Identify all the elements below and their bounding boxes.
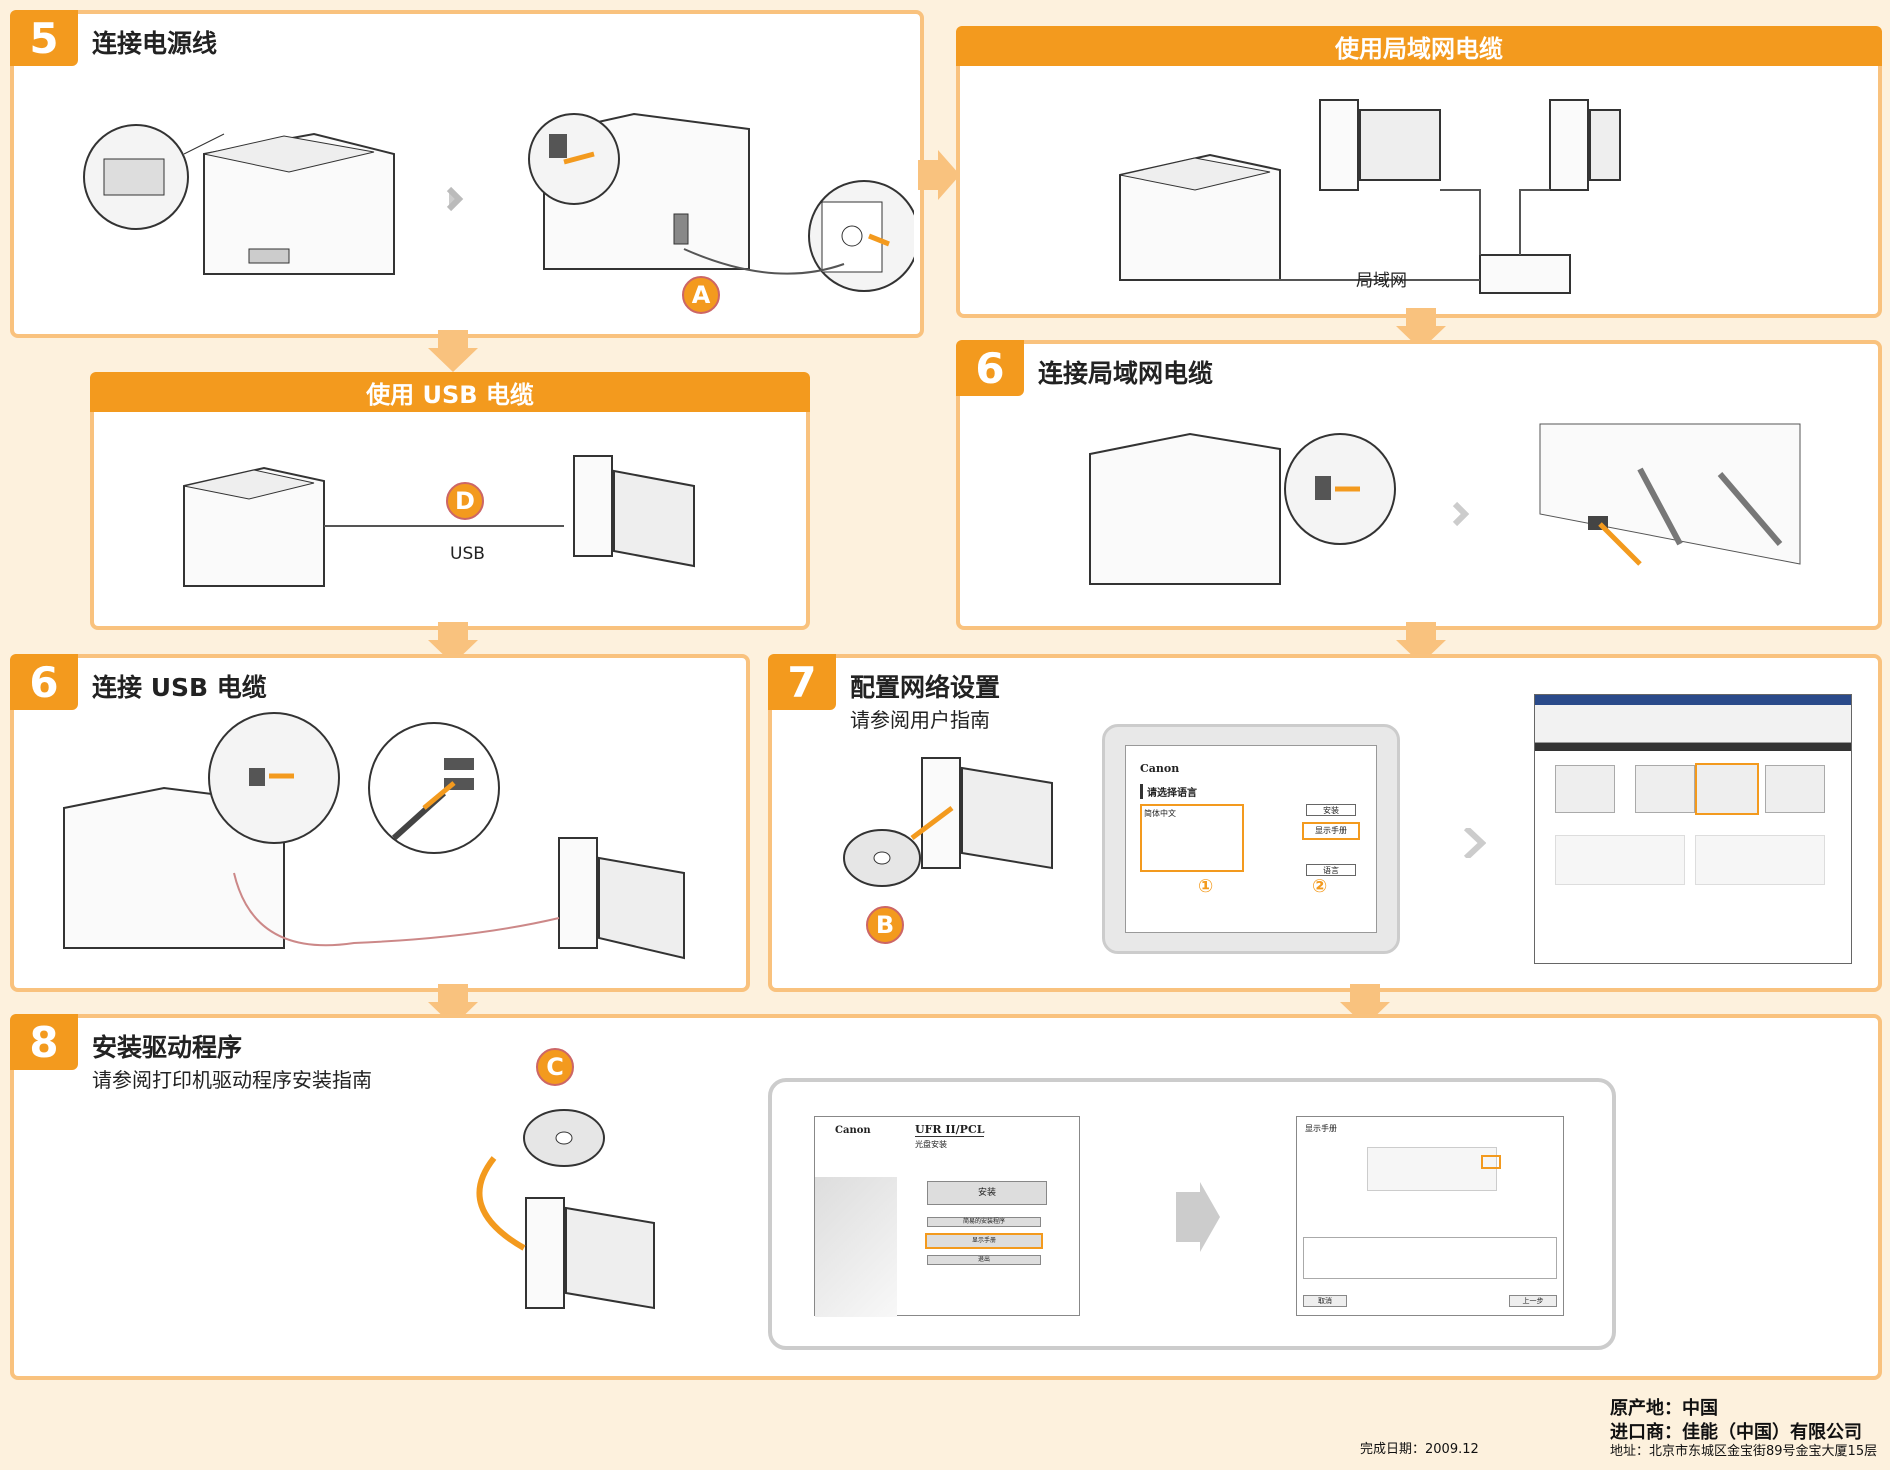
install-button[interactable]: 安装 xyxy=(927,1181,1047,1205)
address-text: 地址：北京市东城区金宝街89号金宝大厦15层 xyxy=(1610,1444,1878,1459)
arrow-right-icon xyxy=(1463,828,1486,858)
show-manual-button[interactable]: 显示手册 xyxy=(925,1233,1043,1249)
section-banner: 使用局域网电缆 xyxy=(956,26,1882,66)
cancel-button[interactable]: 取消 xyxy=(1303,1295,1347,1307)
show-manual-button[interactable]: 显示手册 xyxy=(1302,822,1360,840)
usb-label: USB xyxy=(450,544,485,564)
step-title: 安装驱动程序 xyxy=(92,1033,243,1062)
usb-cable-panel: 使用 USB 电缆 D USB xyxy=(90,372,810,630)
arrow-down-icon xyxy=(1396,622,1446,664)
step8-panel: 8 安装驱动程序 请参阅打印机驱动程序安装指南 C Canon UFR II/P… xyxy=(10,1014,1882,1380)
step-mark-2: ② xyxy=(1312,876,1328,897)
install-button[interactable]: 安装 xyxy=(1306,804,1356,816)
step7-panel: 7 配置网络设置 请参阅用户指南 B Canon 请选择语言 简体中文 安装 显… xyxy=(768,654,1882,992)
cd-computer-illustration xyxy=(843,757,1053,887)
step6-usb-panel: 6 连接 USB 电缆 xyxy=(10,654,750,992)
callout-d: D xyxy=(446,482,484,520)
language-button[interactable]: 语言 xyxy=(1306,864,1356,876)
usb-connection-illustration xyxy=(183,455,695,587)
dialog-heading: 请选择语言 xyxy=(1140,784,1197,799)
lan-port-illustration xyxy=(1089,423,1801,585)
cd-computer-illustration xyxy=(476,1109,655,1310)
installer-screens: Canon UFR II/PCL 光盘安装 安装 简易的安装程序 显示手册 退出… xyxy=(768,1078,1616,1350)
step-title: 连接局域网电缆 xyxy=(1038,359,1214,388)
step-number: 6 xyxy=(956,340,1024,396)
arrow-right-icon xyxy=(1176,1182,1220,1252)
step-subtitle: 请参阅打印机驱动程序安装指南 xyxy=(92,1068,372,1092)
installer-window: Canon UFR II/PCL 光盘安装 安装 简易的安装程序 显示手册 退出 xyxy=(814,1116,1080,1317)
lan-network-illustration xyxy=(1119,99,1621,294)
step-mark-1: ① xyxy=(1198,876,1214,897)
callout-b: B xyxy=(866,906,904,944)
canon-logo: Canon xyxy=(1140,762,1180,775)
callout-a: A xyxy=(682,276,720,314)
product-sub: 光盘安装 xyxy=(915,1140,947,1149)
exit-button[interactable]: 退出 xyxy=(927,1255,1041,1265)
user-guide-browser xyxy=(1534,694,1852,964)
step5-panel: 5 连接电源线 A xyxy=(10,10,924,338)
language-dialog: Canon 请选择语言 简体中文 安装 显示手册 语言 ① ② xyxy=(1102,724,1400,954)
importer-text: 进口商：佳能（中国）有限公司 xyxy=(1610,1422,1862,1443)
lan-cable-panel: 使用局域网电缆 局域网 xyxy=(956,26,1882,318)
callout-c: C xyxy=(536,1048,574,1086)
arrow-down-icon xyxy=(428,330,478,372)
origin-text: 原产地：中国 xyxy=(1610,1398,1718,1419)
step-title: 连接电源线 xyxy=(92,29,218,58)
arrow-down-icon xyxy=(428,984,478,1026)
arrow-down-icon xyxy=(1340,984,1390,1026)
step-number: 8 xyxy=(10,1014,78,1070)
step-title: 连接 USB 电缆 xyxy=(92,673,267,702)
arrow-down-icon xyxy=(428,622,478,664)
custom-install-button[interactable]: 简易的安装程序 xyxy=(927,1217,1041,1227)
canon-logo: Canon xyxy=(835,1125,871,1136)
step-number: 6 xyxy=(10,654,78,710)
back-button[interactable]: 上一步 xyxy=(1509,1295,1557,1307)
list-item[interactable]: 简体中文 xyxy=(1144,809,1176,818)
step-title: 配置网络设置 xyxy=(850,673,1001,702)
lan-label: 局域网 xyxy=(1356,271,1407,291)
section-banner: 使用 USB 电缆 xyxy=(90,372,810,412)
manual-title: 显示手册 xyxy=(1305,1124,1337,1133)
step-number: 7 xyxy=(768,654,836,710)
arrow-down-icon xyxy=(1396,308,1446,350)
arrow-right-icon xyxy=(918,150,960,200)
product-name: UFR II/PCL xyxy=(915,1123,985,1137)
step-subtitle: 请参阅用户指南 xyxy=(850,708,990,732)
power-cable-illustration xyxy=(83,112,914,292)
language-list[interactable]: 简体中文 xyxy=(1140,804,1244,872)
manual-window: 显示手册 取消 上一步 xyxy=(1296,1116,1564,1316)
step-number: 5 xyxy=(10,10,78,66)
step6-lan-panel: 6 连接局域网电缆 xyxy=(956,340,1882,630)
completion-date: 完成日期：2009.12 xyxy=(1360,1442,1479,1457)
usb-port-illustration xyxy=(63,712,685,960)
